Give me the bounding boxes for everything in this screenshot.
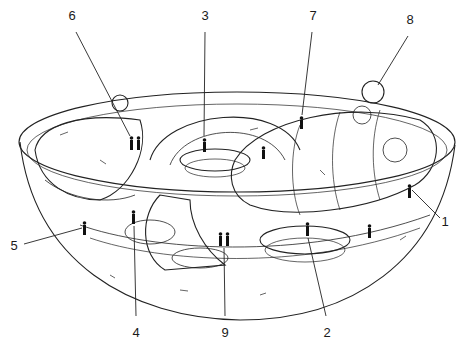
- bowl-outline: [20, 142, 455, 320]
- platform: [260, 226, 350, 254]
- callout-number: 3: [200, 9, 209, 23]
- sphere: [383, 138, 407, 162]
- leader-lines: [24, 32, 440, 316]
- callout-number: 1: [440, 215, 449, 229]
- ramp: [90, 228, 420, 259]
- sphere: [362, 81, 384, 103]
- cone: [146, 195, 225, 270]
- texture: [60, 128, 406, 295]
- callout-number: 9: [220, 326, 229, 340]
- callout-number: 6: [67, 9, 76, 23]
- platform: [185, 159, 245, 177]
- ramp: [80, 215, 430, 247]
- tube-ring: [333, 112, 341, 210]
- tube-ring: [373, 110, 380, 200]
- tube: [231, 112, 436, 212]
- platform: [265, 238, 345, 262]
- sphere: [353, 106, 371, 124]
- platform: [180, 149, 250, 171]
- callout-number: 5: [9, 239, 18, 253]
- people: [83, 116, 412, 246]
- callout-number: 4: [131, 326, 140, 340]
- sphere: [112, 95, 128, 111]
- callout-number: 8: [405, 13, 414, 27]
- callout-number: 2: [322, 326, 331, 340]
- shell-edge: [45, 180, 135, 200]
- bowl-rim: [19, 92, 455, 192]
- callout-number: 7: [308, 9, 317, 23]
- tube-ring: [293, 125, 301, 215]
- arch: [150, 117, 300, 160]
